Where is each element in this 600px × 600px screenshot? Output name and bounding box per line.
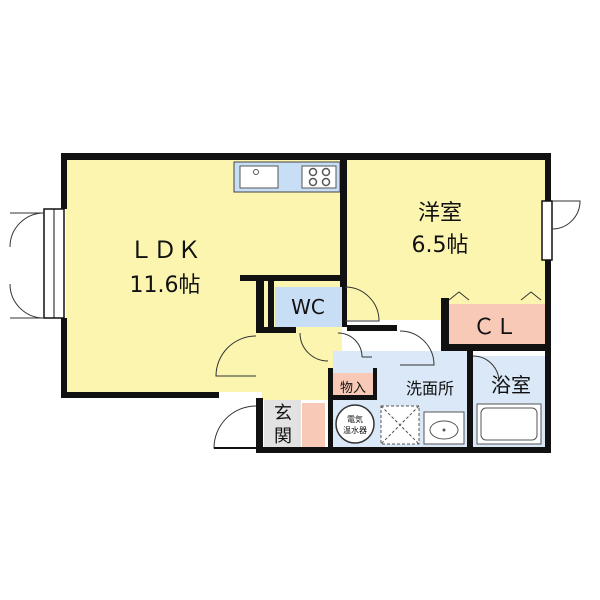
entrance-label-bottom: 関 (274, 426, 292, 447)
shoe-box (302, 403, 325, 447)
ldk-name: ＬＤＫ (129, 236, 201, 264)
water-heater (335, 404, 375, 444)
washroom-label: 洗面所 (406, 379, 454, 398)
entrance-door (213, 405, 257, 449)
ldk-size: 11.6帖 (130, 273, 201, 298)
entrance-hall-floor (262, 333, 332, 400)
walls (61, 153, 551, 453)
washbasin-icon (423, 411, 465, 445)
left-window (9, 208, 65, 319)
closet-label: ＣＬ (473, 315, 517, 340)
bathroom-door (472, 355, 500, 383)
washing-machine-pan-icon (380, 405, 420, 445)
wc-door (344, 286, 380, 322)
bedroom-floor (347, 158, 546, 320)
genkan-floor (264, 400, 301, 448)
water-heater-label-1: 電気 (347, 414, 363, 424)
stove-icon (301, 165, 337, 189)
storage-label: 物入 (340, 381, 366, 396)
closet-floor (449, 304, 545, 344)
sink-icon (239, 165, 279, 189)
wc-label: WC (291, 295, 325, 319)
closet-doors (448, 291, 542, 301)
hall-doors (299, 332, 372, 362)
bedroom-size: 6.5帖 (412, 233, 469, 258)
entrance-label-top: 玄 (274, 403, 292, 424)
bathtub-icon (476, 403, 542, 445)
storage-box (333, 373, 373, 399)
bathroom-label: 浴室 (491, 373, 531, 397)
water-heater-label-2: 温水器 (343, 425, 367, 435)
washroom-door (399, 330, 435, 366)
ldk-door (215, 335, 257, 377)
wc-floor (275, 287, 343, 327)
bedroom-name: 洋室 (418, 201, 462, 226)
right-window (541, 200, 581, 261)
